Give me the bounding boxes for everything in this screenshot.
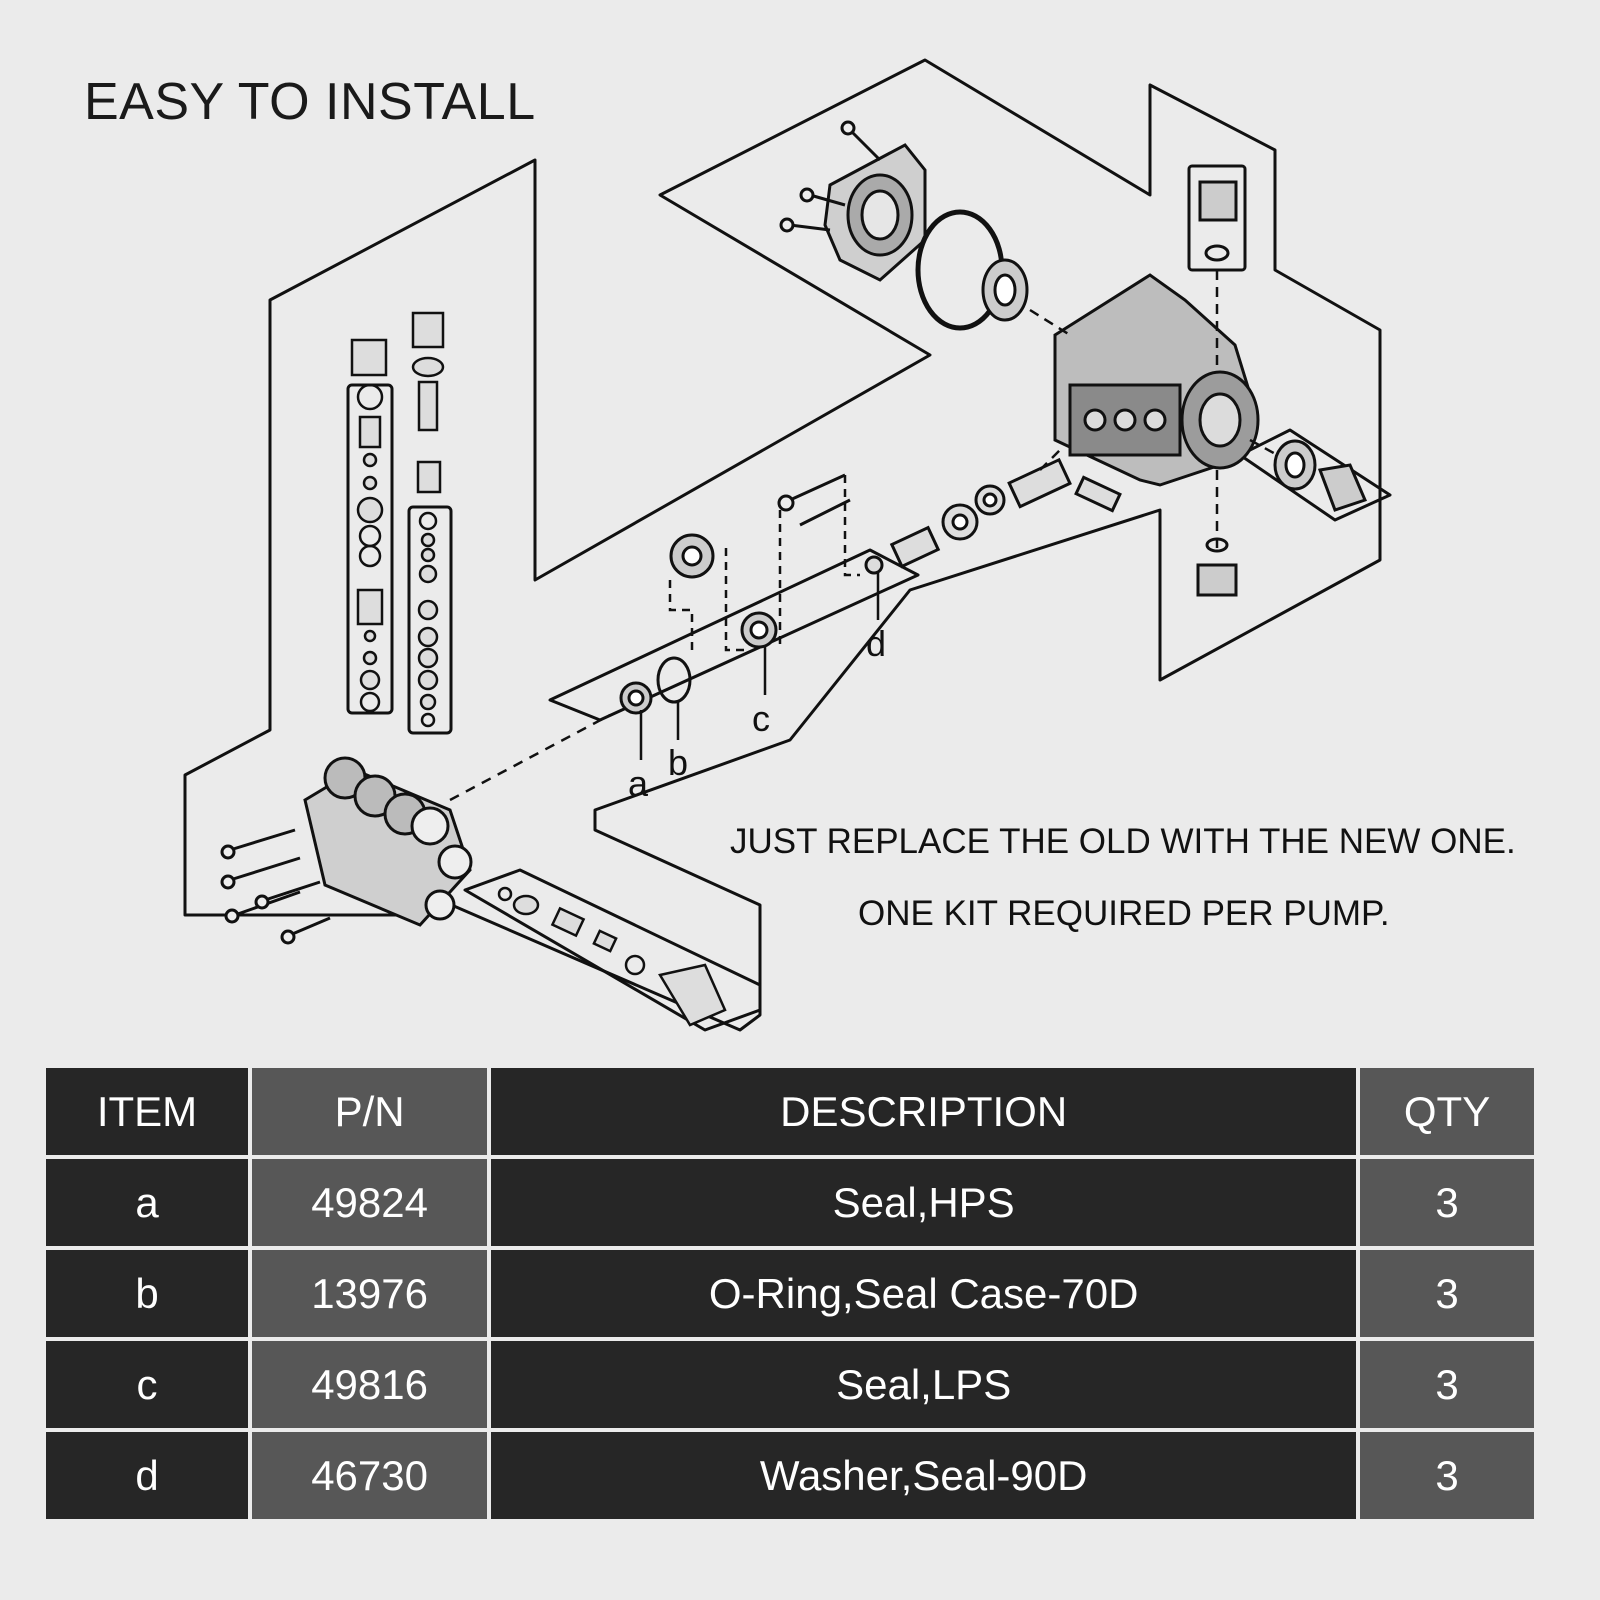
valve-oring — [356, 383, 384, 411]
table-row: b 13976 O-Ring,Seal Case-70D 3 — [46, 1250, 1534, 1337]
valve-cap-right — [411, 311, 445, 349]
valve-spring — [358, 415, 382, 449]
replace-note: JUST REPLACE THE OLD WITH THE NEW ONE. — [730, 822, 1516, 861]
header-description: DESCRIPTION — [491, 1068, 1357, 1155]
cell-item: a — [46, 1159, 249, 1246]
header-qty: QTY — [1360, 1068, 1534, 1155]
drain-plug — [1196, 563, 1238, 597]
unloader-tee-fitting — [658, 963, 727, 1027]
callout-a: a — [628, 763, 649, 804]
manifold-bolt — [229, 828, 296, 852]
header-pn: P/N — [252, 1068, 488, 1155]
valve-cap-left — [350, 338, 388, 377]
manifold-panel-outline — [183, 58, 1382, 1032]
cell-item: c — [46, 1341, 249, 1428]
port-plug — [1198, 180, 1238, 222]
cell-pn: 49816 — [252, 1341, 488, 1428]
callout-b: b — [668, 742, 689, 783]
parts-table: ITEM P/N DESCRIPTION QTY a 49824 Seal,HP… — [42, 1064, 1538, 1523]
manifold-port-4 — [410, 806, 450, 846]
oring-b — [656, 656, 692, 704]
cell-item: d — [46, 1432, 249, 1519]
plunger-rod — [1007, 457, 1072, 509]
seal-strip-outline — [548, 548, 920, 722]
cell-description: Seal,HPS — [491, 1159, 1357, 1246]
table-header-row: ITEM P/N DESCRIPTION QTY — [46, 1068, 1534, 1155]
cell-qty: 3 — [1360, 1159, 1534, 1246]
washer-d — [864, 555, 884, 575]
valve-stack-frame-right — [407, 505, 453, 735]
table-row: a 49824 Seal,HPS 3 — [46, 1159, 1534, 1246]
cell-pn: 46730 — [252, 1432, 488, 1519]
inlet-plug — [1317, 463, 1368, 512]
callout-d: d — [866, 623, 887, 664]
cell-qty: 3 — [1360, 1341, 1534, 1428]
cell-qty: 3 — [1360, 1432, 1534, 1519]
flange-bolt — [848, 128, 882, 162]
plunger-sleeve — [889, 525, 941, 569]
cell-pn: 13976 — [252, 1250, 488, 1337]
kit-note: ONE KIT REQUIRED PER PUMP. — [858, 894, 1390, 933]
table-row: d 46730 Washer,Seal-90D 3 — [46, 1432, 1534, 1519]
callout-c: c — [752, 698, 770, 739]
page-title: EASY TO INSTALL — [84, 73, 536, 131]
unloader-spool — [512, 894, 540, 916]
table-row: c 49816 Seal,LPS 3 — [46, 1341, 1534, 1428]
inlet-fitting-outline — [1238, 428, 1392, 522]
seal-case-bolt — [789, 473, 846, 502]
valve-side-outline — [463, 868, 762, 1032]
header-item: ITEM — [46, 1068, 249, 1155]
cell-qty: 3 — [1360, 1250, 1534, 1337]
cell-item: b — [46, 1250, 249, 1337]
exploded-pump-diagram — [183, 58, 1392, 1032]
cell-description: Washer,Seal-90D — [491, 1432, 1357, 1519]
cell-description: O-Ring,Seal Case-70D — [491, 1250, 1357, 1337]
cell-pn: 49824 — [252, 1159, 488, 1246]
cell-description: Seal,LPS — [491, 1341, 1357, 1428]
